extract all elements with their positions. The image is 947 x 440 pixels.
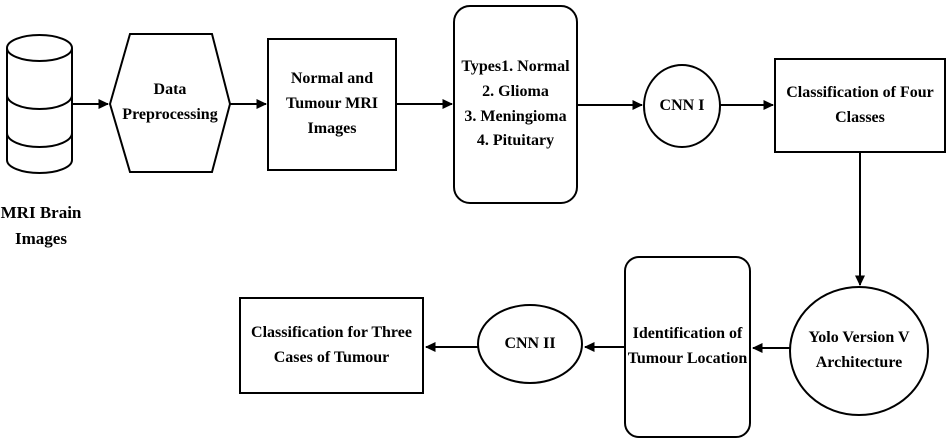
- database-cylinder-shape: [6, 34, 73, 174]
- classification-four-box: [774, 58, 946, 153]
- classification-three-box: [239, 297, 424, 394]
- cnn-2-ellipse: [477, 304, 583, 384]
- tumour-location-box: [624, 256, 751, 438]
- hexagon-shape: [108, 33, 232, 173]
- tumour-types-box: [453, 5, 578, 204]
- cnn-1-circle: [643, 64, 721, 148]
- normal-tumour-mri-box: [267, 38, 397, 171]
- yolo-v5-circle: [789, 286, 929, 416]
